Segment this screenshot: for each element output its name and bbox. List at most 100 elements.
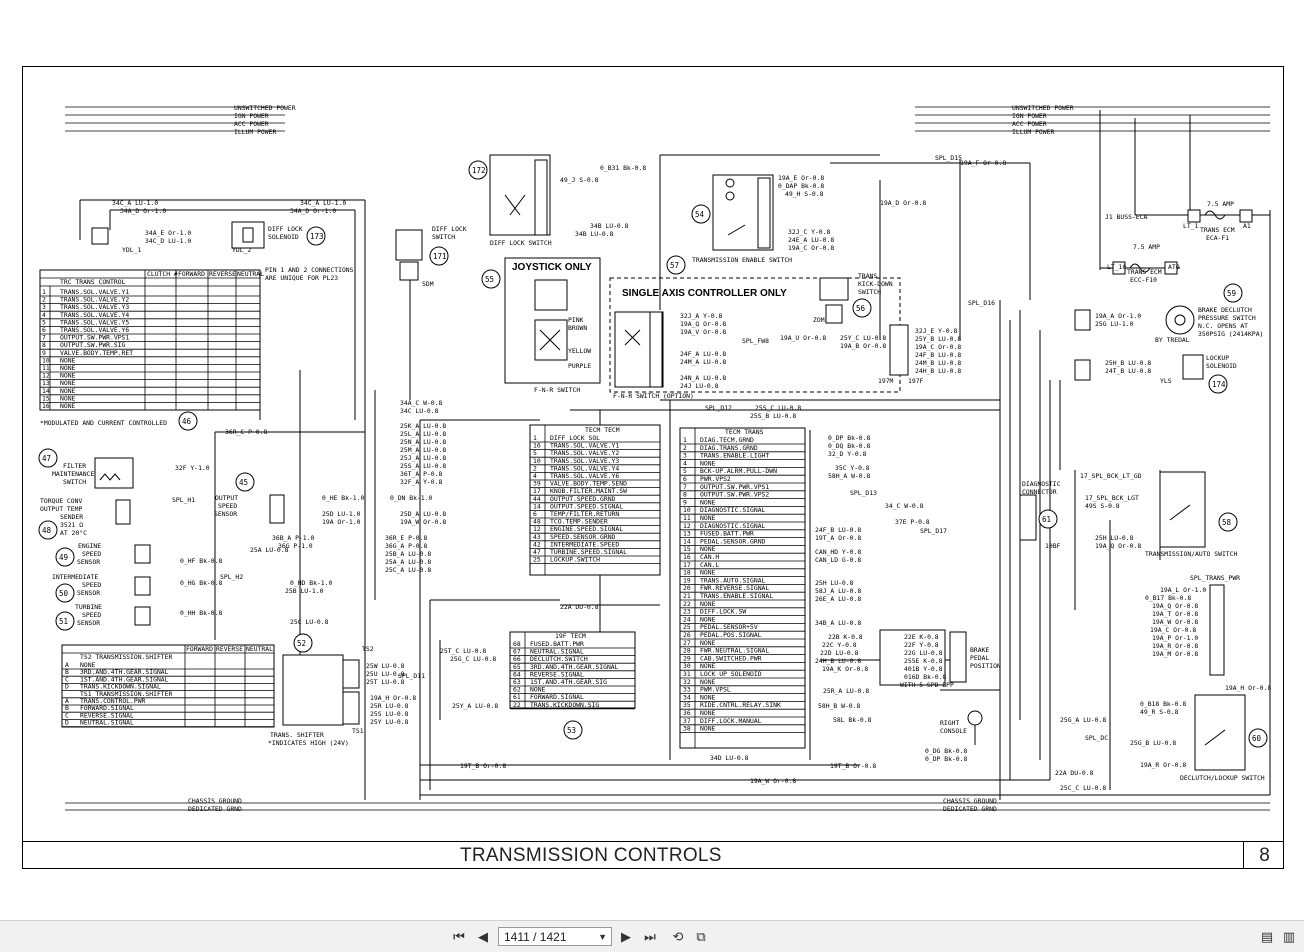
tecm-right-row: PEDAL.SENSOR+5V (700, 623, 758, 631)
trc-row-label: TRANS.SOL.VALVE.Y6 (60, 326, 129, 334)
first-page-button[interactable]: ⏮ (450, 928, 468, 946)
callout-circle (1218, 512, 1238, 532)
trc-h-forward: FORWARD (178, 270, 205, 278)
svg-text:34B_A LU-0.8: 34B_A LU-0.8 (815, 619, 861, 627)
svg-text:0_B18 Bk-0.8: 0_B18 Bk-0.8 (1140, 700, 1186, 708)
svg-text:SPL_D15: SPL_D15 (935, 154, 962, 162)
tecm-right-row: PWR.VPS2 (700, 475, 731, 483)
callout-number: 46 (182, 417, 192, 426)
svg-text:22B K-0.8: 22B K-0.8 (828, 633, 863, 641)
fuse-amp-1: 7.5 AMP (1207, 200, 1234, 208)
callout-circle (178, 411, 198, 431)
svg-text:SENSOR: SENSOR (77, 589, 100, 597)
svg-text:32J_E Y-0.8: 32J_E Y-0.8 (915, 327, 957, 335)
svg-text:SENDER: SENDER (60, 513, 83, 521)
svg-text:24T_B LU-0.8: 24T_B LU-0.8 (1105, 367, 1151, 375)
svg-text:35C Y-0.8: 35C Y-0.8 (835, 464, 870, 472)
rotate-button[interactable]: ⟲ (669, 928, 687, 946)
prev-page-button[interactable]: ◀ (474, 928, 492, 946)
trc-row-label: TRANS.SOL.VALVE.Y1 (60, 288, 129, 296)
svg-text:25T LU-0.8: 25T LU-0.8 (366, 678, 405, 686)
tecm-right-pin: 38 (683, 725, 691, 733)
svg-text:34C LU-0.8: 34C LU-0.8 (400, 407, 439, 415)
rail-unswitched-left: UNSWITCHED POWER (234, 104, 296, 112)
tecm-right-row: NONE (700, 725, 716, 733)
svg-text:YELLOW: YELLOW (568, 347, 591, 355)
trc-row-label: NONE (60, 356, 76, 364)
svg-text:TS1: TS1 (352, 727, 364, 735)
trc-row-label: TRANS.SOL.VALVE.Y5 (60, 318, 129, 326)
svg-text:58H_A W-0.8: 58H_A W-0.8 (828, 472, 870, 480)
trans-shifter: TRANS. SHIFTER TS2 TS1 (270, 645, 374, 739)
svg-text:SPL_H1: SPL_H1 (172, 496, 195, 504)
tecm-left-title: TECM TECM (585, 426, 620, 434)
single-axis-region: SINGLE AXIS CONTROLLER ONLY F-N-R SWITCH… (609, 277, 901, 400)
pin-note-1: PIN 1 AND 2 CONNECTIONS (265, 266, 354, 274)
tecm-19f-row: DECLUTCH.SWITCH (530, 655, 588, 663)
declutch-lockup-switch: DECLUTCH/LOCKUP SWITCH (1180, 694, 1265, 782)
page-number: 8 (1243, 842, 1285, 869)
tecm-right-row: NONE (700, 615, 716, 623)
tecm-right-pin: 3 (683, 452, 687, 460)
trc-table: TRC TRANS CONTROL CLUTCH # FORWARD REVER… (39, 269, 264, 411)
svg-text:25C_A LU-0.8: 25C_A LU-0.8 (385, 566, 431, 574)
single-page-view-button[interactable]: ▤ (1258, 928, 1276, 946)
svg-text:N.C. OPENS AT: N.C. OPENS AT (1198, 322, 1248, 330)
left-sensors: FILTER MAINTENANCE SWITCH TORQUE CONV OU… (40, 457, 285, 627)
svg-text:SPEED: SPEED (218, 502, 237, 510)
callout-circle (38, 448, 58, 468)
page-title: TRANSMISSION CONTROLS (460, 845, 722, 866)
tecm-left-row: KNOB.FILTER.MAINT.SW (550, 487, 627, 495)
tecm-right-pin: 23 (683, 608, 691, 616)
svg-text:24H_B LU-0.8: 24H_B LU-0.8 (915, 367, 961, 375)
tecm-right-row: NONE (700, 545, 716, 553)
tecm-19f-pin: 67 (513, 648, 521, 656)
tecm-right-pin: 4 (683, 459, 687, 467)
page-indicator-select[interactable]: 1411 / 1421 ▼ (498, 927, 612, 946)
svg-text:ENGINE: ENGINE (78, 542, 101, 550)
svg-text:25G_B LU-0.8: 25G_B LU-0.8 (1130, 739, 1176, 747)
tecm-19f-row: 1ST.AND.4TH.GEAR.SIG (530, 678, 607, 686)
tecm-19f-title: 19F TECM (555, 632, 586, 640)
svg-text:25T_C LU-0.8: 25T_C LU-0.8 (440, 647, 486, 655)
tecm-right-row: DIAG.TECM.GRND (700, 436, 754, 444)
tecm-right-pin: 22 (683, 600, 691, 608)
svg-text:DIFF LOCK: DIFF LOCK (268, 225, 303, 233)
svg-text:25H LU-0.8: 25H LU-0.8 (1095, 534, 1134, 542)
svg-text:SENSOR: SENSOR (77, 619, 100, 627)
svg-text:25Y_A LU-0.8: 25Y_A LU-0.8 (452, 702, 498, 710)
svg-text:19A_E Or-0.8: 19A_E Or-0.8 (778, 174, 824, 182)
tecm-right-pin: 2 (683, 444, 687, 452)
tecm-right-row: NONE (700, 498, 716, 506)
svg-text:24N_A LU-0.8: 24N_A LU-0.8 (680, 374, 726, 382)
svg-text:34B LU-0.8: 34B LU-0.8 (575, 230, 614, 238)
tecm-right-row: CAB.SWITCHED.PWR (700, 654, 762, 662)
trc-row-label: NONE (60, 387, 76, 395)
copy-button[interactable]: ⧉ (692, 928, 710, 946)
svg-text:19A_Q Or-0.8: 19A_Q Or-0.8 (1095, 542, 1141, 550)
svg-text:350PSIG (2414KPA): 350PSIG (2414KPA) (1198, 330, 1263, 338)
svg-text:19A_W Or-0.8: 19A_W Or-0.8 (1152, 618, 1198, 626)
rail-illum-left: ILLUM POWER (234, 128, 276, 136)
svg-text:19T_B Or-0.8: 19T_B Or-0.8 (460, 762, 506, 770)
tecm-right-row: DIAGNOSTIC.SIGNAL (700, 506, 766, 514)
tecm-right-row: OUTPUT.SW.PWR.VPS2 (700, 491, 769, 499)
svg-text:AT 20°C: AT 20°C (60, 529, 87, 537)
svg-text:19A_H Or-0.8: 19A_H Or-0.8 (1225, 684, 1271, 692)
ts2-row-letter: B (65, 668, 69, 676)
svg-text:25D_A LU-0.8: 25D_A LU-0.8 (400, 510, 446, 518)
tecm-right-row: DIFF.LOCK.SW (700, 608, 746, 616)
svg-text:10BF: 10BF (1045, 542, 1061, 550)
tecm-left-pin: 17 (533, 487, 541, 495)
callout-circle (481, 269, 501, 289)
next-page-button[interactable]: ▶ (617, 928, 635, 946)
two-page-view-button[interactable]: ▥ (1280, 928, 1298, 946)
dedicated-ground-left: DEDICATED GRND (188, 805, 242, 813)
svg-text:SENSOR: SENSOR (77, 558, 100, 566)
ts2-row: TRANS.CONTROL.PWR (80, 697, 146, 705)
power-rails-right: UNSWITCHED POWER IGN POWER ACC POWER ILL… (915, 104, 1270, 136)
tecm-19f-row: REVERSE.SIGNAL (530, 670, 584, 678)
svg-text:SWITCH: SWITCH (432, 233, 455, 241)
tecm-left-pin: 10 (533, 457, 541, 465)
last-page-button[interactable]: ⏭ (641, 928, 659, 946)
